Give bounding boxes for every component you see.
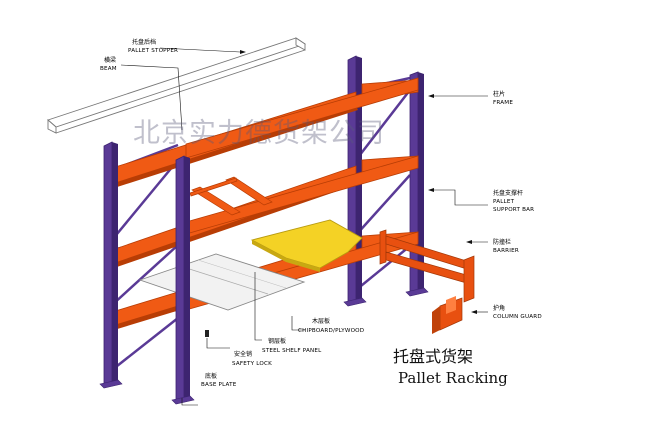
label-barrier: 防撞栏 BARRIER [493,238,519,254]
safety-lock [205,330,209,337]
svg-text:COLUMN GUARD: COLUMN GUARD [493,314,542,320]
label-frame: 柱片 FRAME [493,90,513,106]
svg-text:底板: 底板 [205,372,217,380]
title-english: Pallet Racking [398,369,508,387]
svg-text:木层板: 木层板 [312,317,330,325]
svg-text:BARRIER: BARRIER [493,248,519,254]
svg-text:钢层板: 钢层板 [268,337,286,345]
barrier [379,229,475,303]
leader-lines [120,47,488,406]
column-guard [432,296,463,334]
chipboard-panel [250,219,363,272]
label-chipboard: 木层板 CHIPBOARD/PLYWOOD [298,317,364,334]
top-beams [111,77,419,188]
label-beam: 横梁 BEAM [100,56,117,72]
label-safety-lock: 安全销 SAFETY LOCK [232,350,272,367]
label-base-plate: 底板 BASE PLATE [201,372,237,388]
base-plates [99,287,429,405]
svg-text:托盘支撑杆: 托盘支撑杆 [493,189,523,197]
label-pallet-stopper: 托盘后档 PALLET STOPPER [128,38,178,54]
svg-text:BASE PLATE: BASE PLATE [201,382,237,388]
svg-text:PALLET STOPPER: PALLET STOPPER [128,48,178,54]
svg-text:SAFETY LOCK: SAFETY LOCK [232,361,272,367]
pallet-support-bars [189,176,273,216]
pallet-stopper [47,37,307,134]
svg-text:STEEL SHELF PANEL: STEEL SHELF PANEL [262,348,322,354]
label-steel-shelf: 钢层板 STEEL SHELF PANEL [262,337,322,354]
svg-text:柱片: 柱片 [493,90,505,98]
label-pallet-support-bar: 托盘支撑杆 PALLET SUPPORT BAR [493,189,534,213]
front-uprights [103,141,190,403]
svg-text:横梁: 横梁 [104,56,116,64]
svg-text:防撞栏: 防撞栏 [493,238,511,246]
title-chinese: 托盘式货架 [393,347,473,366]
watermark: 北京实力德货架公司 [133,118,385,149]
svg-text:PALLET: PALLET [493,199,515,205]
svg-text:FRAME: FRAME [493,100,513,106]
arrow-heads [240,50,477,314]
svg-text:护角: 护角 [493,304,505,312]
label-column-guard: 护角 COLUMN GUARD [493,304,542,320]
svg-text:CHIPBOARD/PLYWOOD: CHIPBOARD/PLYWOOD [298,328,364,334]
svg-text:安全销: 安全销 [234,350,252,358]
svg-text:托盘后档: 托盘后档 [132,38,156,46]
svg-text:BEAM: BEAM [100,66,117,72]
svg-text:SUPPORT BAR: SUPPORT BAR [493,207,534,213]
